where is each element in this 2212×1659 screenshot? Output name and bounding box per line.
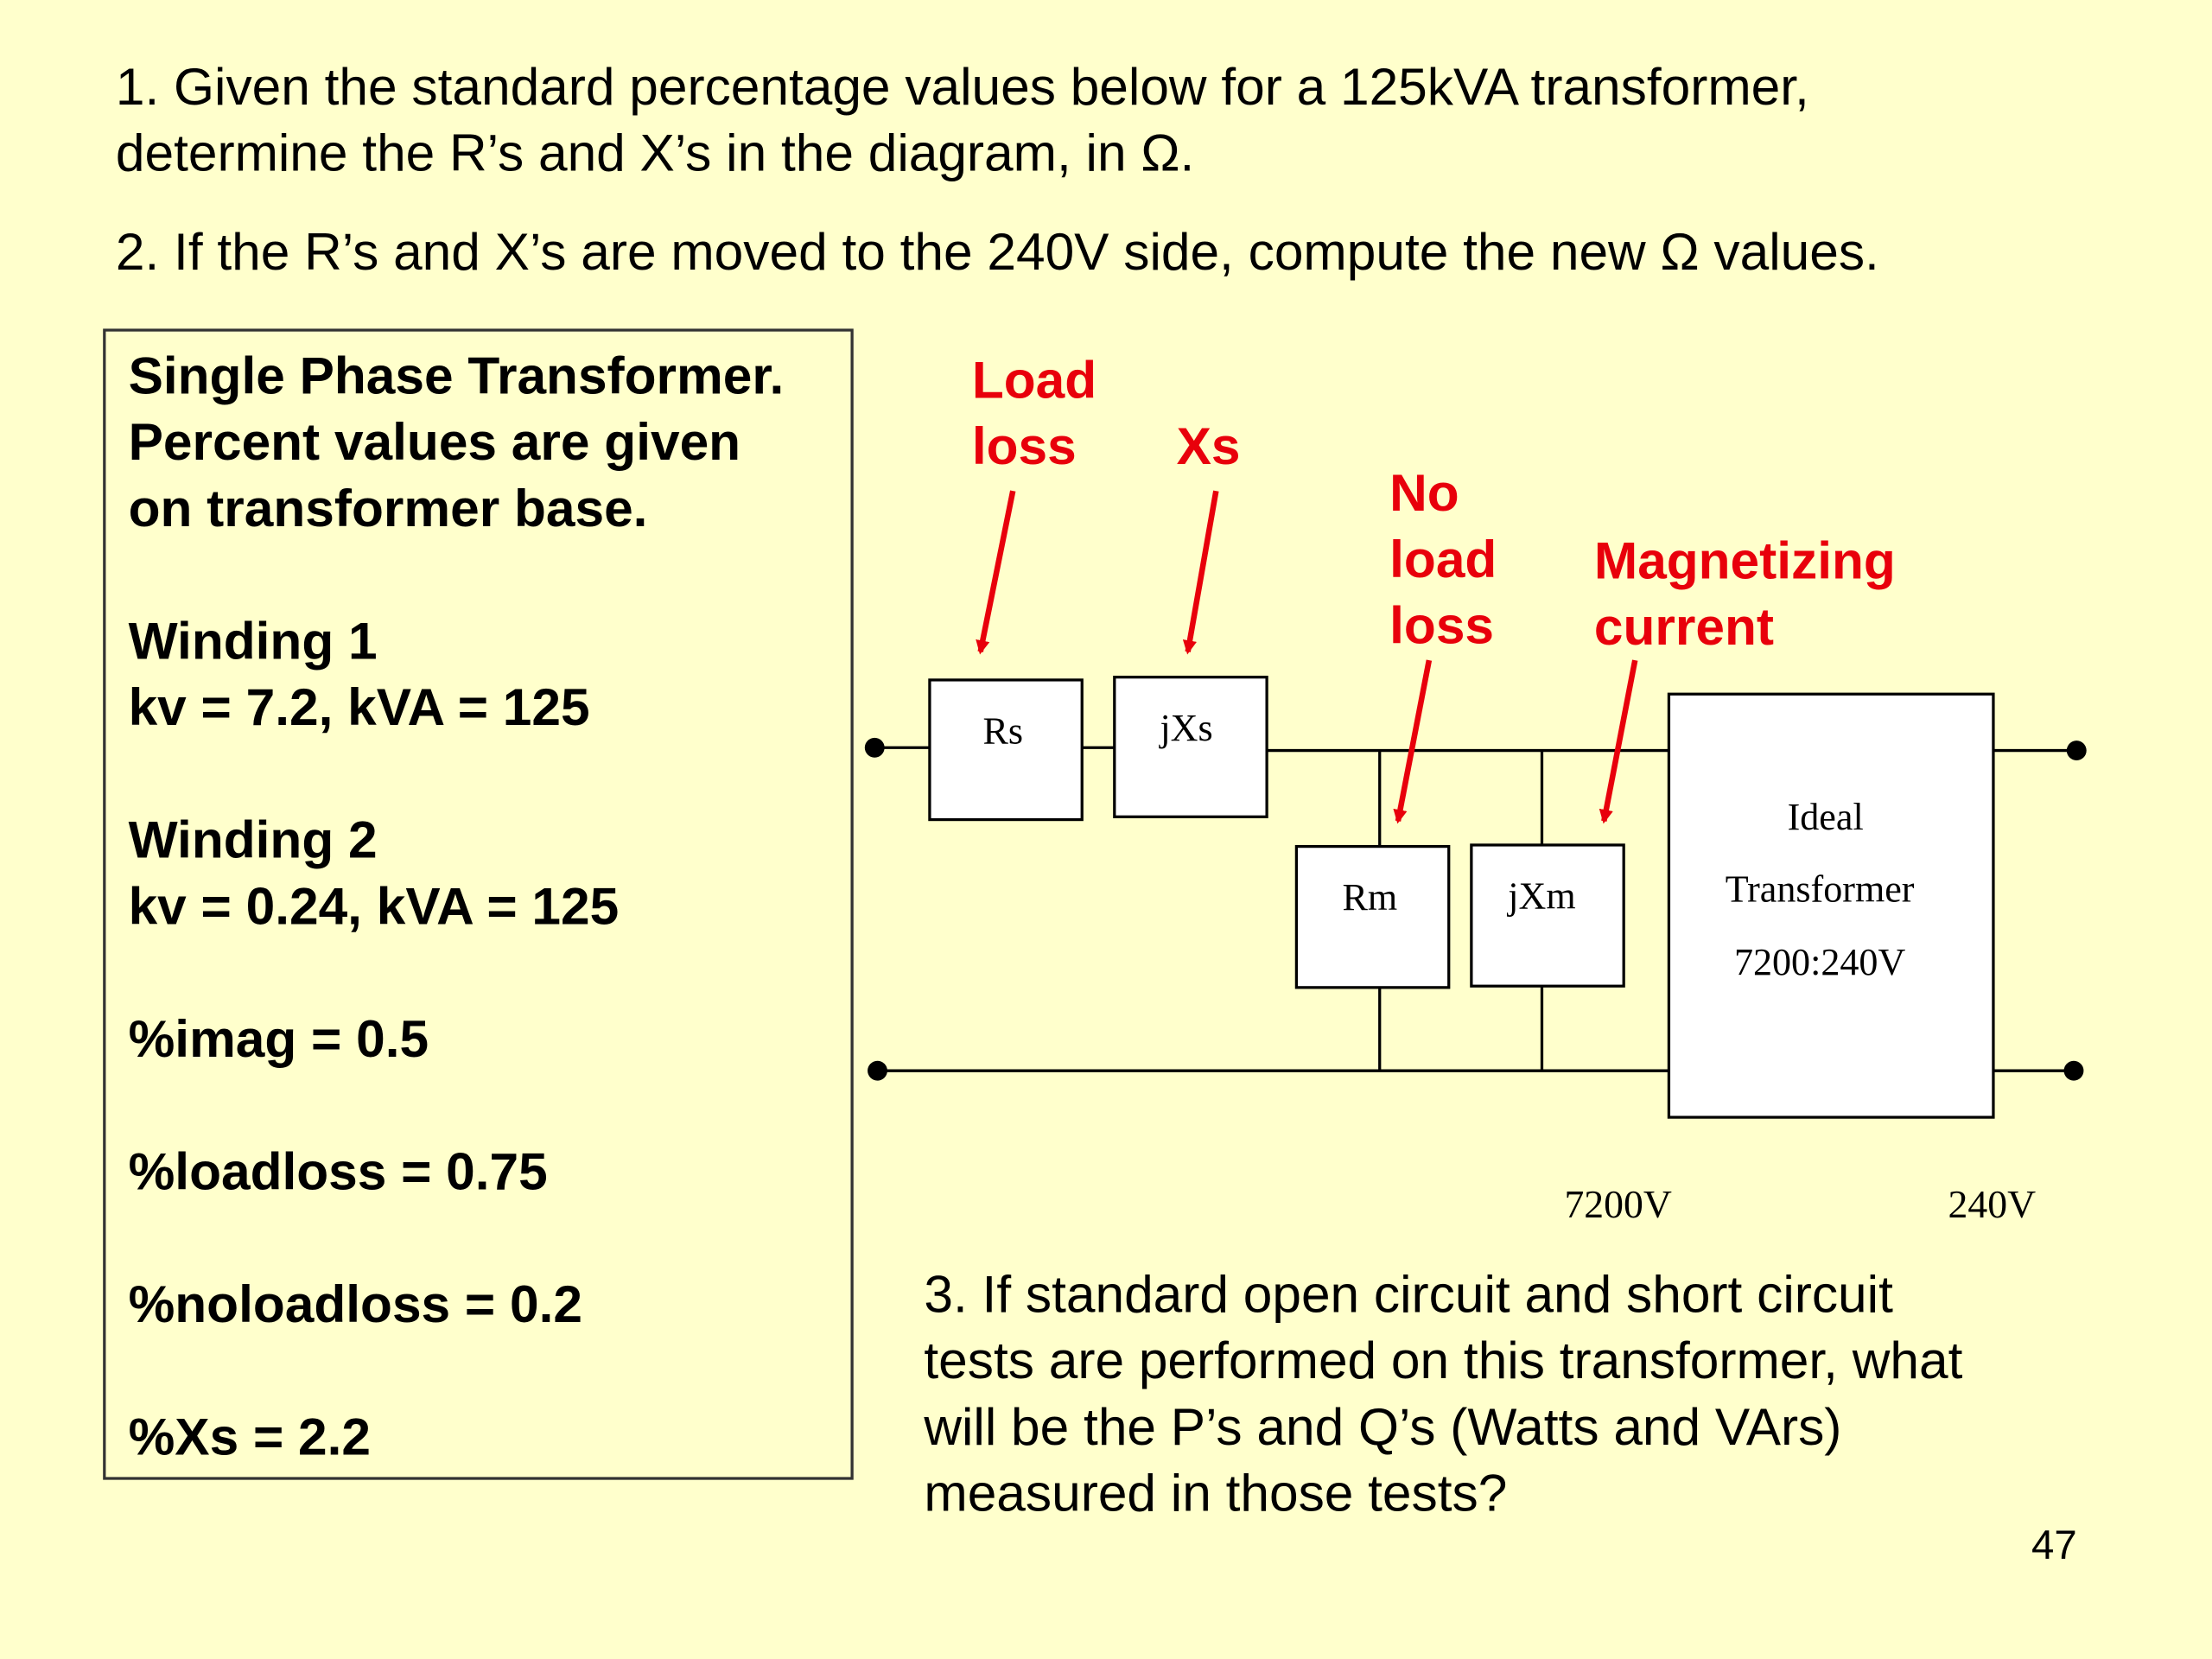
voltage-label-secondary: 240V <box>1948 1182 2037 1226</box>
spec-loadloss: %loadloss = 0.75 <box>128 1142 548 1201</box>
jxm-label: jXm <box>1506 874 1575 917</box>
question-3: 3. If standard open circuit and short ci… <box>924 1262 2081 1527</box>
ideal-transformer-label: Ideal <box>1788 796 1864 838</box>
question-3-line: tests are performed on this transformer,… <box>924 1332 1963 1390</box>
jxs-label: jXs <box>1158 707 1212 749</box>
annotation-no-load-loss: No <box>1389 463 1459 522</box>
ideal-transformer-box <box>1667 692 1995 1119</box>
annotation-load-loss: loss <box>972 416 1077 475</box>
transformer-ratio-label: 7200:240V <box>1734 941 1906 983</box>
annotation-magnetizing-current: current <box>1594 597 1774 656</box>
winding-1-title: Winding 1 <box>128 612 378 671</box>
question-2-text: 2. If the R’s and X’s are moved to the 2… <box>115 222 1879 281</box>
circuit-wires <box>874 746 2077 1072</box>
jxs-box <box>1113 676 1268 818</box>
arrow-magnetizing-current <box>1599 659 1638 824</box>
spec-heading-line: on transformer base. <box>128 480 648 538</box>
rm-label: Rm <box>1342 876 1397 918</box>
arrow-load-loss <box>976 490 1016 655</box>
spec-noloadloss: %noloadloss = 0.2 <box>128 1274 582 1333</box>
spec-heading-line: Single Phase Transformer. <box>128 346 785 405</box>
rm-box <box>1294 844 1451 989</box>
rs-box <box>928 678 1084 822</box>
question-1: 1. Given the standard percentage values … <box>116 54 2091 186</box>
spec-xs: %Xs = 2.2 <box>128 1408 372 1466</box>
annotation-magnetizing-current: Magnetizing <box>1594 531 1896 589</box>
voltage-label-primary: 7200V <box>1564 1182 1671 1226</box>
question-3-line: measured in those tests? <box>924 1464 1508 1522</box>
annotation-xs: Xs <box>1177 416 1241 475</box>
rs-label: Rs <box>983 709 1024 752</box>
spec-imag: %imag = 0.5 <box>128 1009 429 1068</box>
winding-1-values: kv = 7.2, kVA = 125 <box>128 678 590 737</box>
terminal-primary-top <box>864 737 885 758</box>
winding-1: Winding 1 kv = 7.2, kVA = 125 <box>129 608 590 741</box>
terminal-primary-bottom <box>868 1060 887 1081</box>
question-1-line-2: determine the R’s and X’s in the diagram… <box>115 124 1195 182</box>
ideal-transformer-label: Transformer <box>1726 868 1915 910</box>
page-number: 47 <box>2031 1523 2077 1569</box>
winding-2: Winding 2 kv = 0.24, kVA = 125 <box>129 807 620 939</box>
annotation-load-loss: Load <box>972 350 1096 409</box>
question-3-line: 3. If standard open circuit and short ci… <box>924 1265 1893 1324</box>
question-3-line: will be the P’s and Q’s (Watts and VArs) <box>924 1397 1842 1456</box>
question-2: 2. If the R’s and X’s are moved to the 2… <box>116 219 2091 285</box>
arrow-xs <box>1182 490 1219 655</box>
spec-box: Single Phase Transformer. Percent values… <box>103 328 854 1480</box>
annotation-no-load-loss: load <box>1389 530 1497 588</box>
arrow-no-load-loss <box>1393 659 1433 824</box>
jxm-box <box>1470 843 1625 988</box>
question-1-line-1: 1. Given the standard percentage values … <box>115 57 1809 116</box>
terminal-secondary-bottom <box>2063 1060 2084 1081</box>
winding-2-values: kv = 0.24, kVA = 125 <box>128 877 620 936</box>
winding-2-title: Winding 2 <box>128 810 378 869</box>
terminals <box>864 737 2087 1081</box>
spec-heading-line: Percent values are given <box>128 413 741 472</box>
spec-heading: Single Phase Transformer. Percent values… <box>129 343 785 542</box>
annotation-no-load-loss: loss <box>1389 595 1494 654</box>
terminal-secondary-top <box>2066 741 2087 760</box>
